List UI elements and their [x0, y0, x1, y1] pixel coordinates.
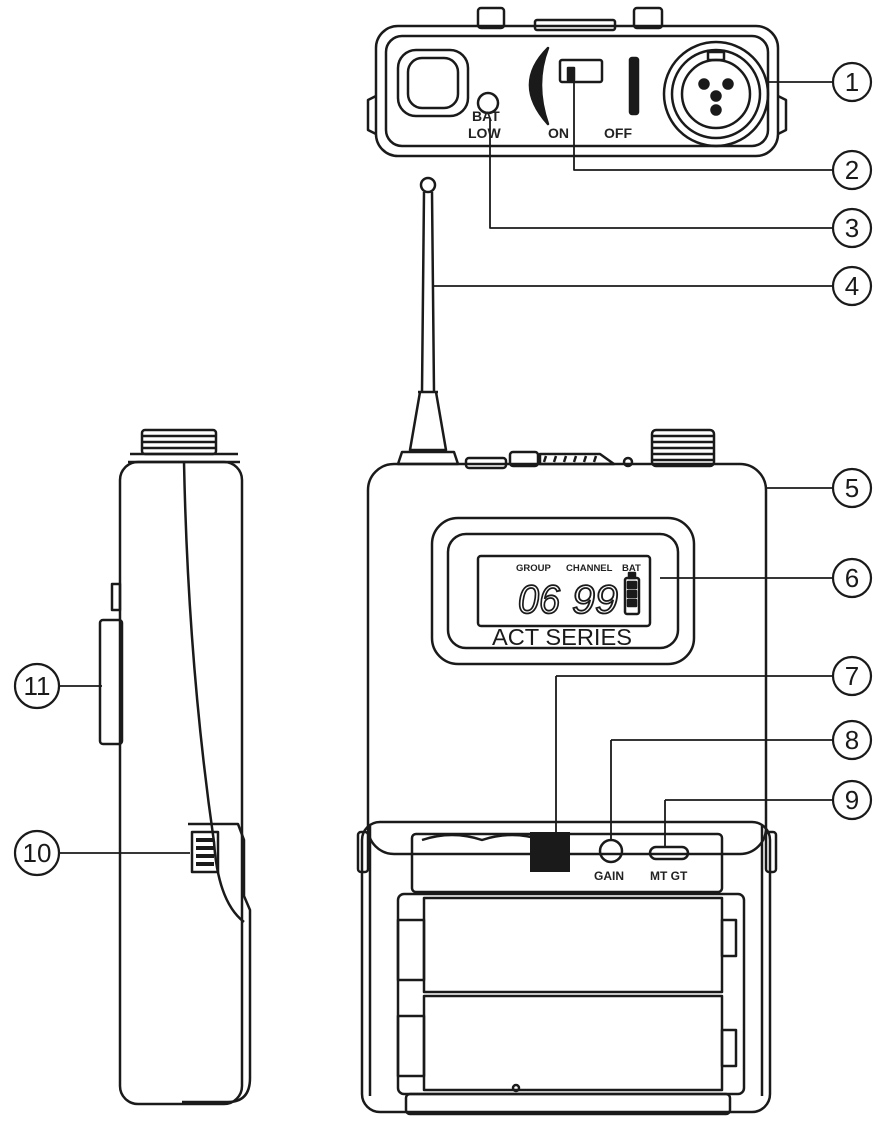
bat-label: BAT [472, 108, 500, 124]
ir-sync-window [530, 832, 570, 872]
lcd-channel-label: CHANNEL [566, 563, 613, 574]
callout-5: 5 [845, 473, 859, 503]
callout-5-circle [831, 467, 873, 509]
lcd-channel-value: 99 [572, 578, 618, 622]
callout-3-circle [831, 207, 873, 249]
mute-gate-switch [648, 845, 690, 861]
model-label: ACT SERIES [492, 624, 632, 650]
callout-3: 3 [845, 213, 859, 243]
callout-2: 2 [845, 155, 859, 185]
side-view [98, 428, 252, 1106]
antenna [396, 176, 460, 466]
lcd-bezel [430, 516, 696, 666]
lcd-group-label: GROUP [516, 563, 552, 574]
callout-1: 1 [845, 67, 859, 97]
callout-8: 8 [845, 725, 859, 755]
mini-xlr-connector [662, 40, 770, 148]
callout-10-circle [13, 829, 61, 877]
callout-7: 7 [845, 661, 859, 691]
switch-stop [628, 56, 640, 116]
battery-door [360, 820, 772, 1114]
lcd-group-value: 06 [518, 578, 561, 622]
battery-compartment [396, 892, 746, 1096]
callout-1-circle [831, 61, 873, 103]
callout-4: 4 [845, 271, 859, 301]
callout-6-circle [831, 557, 873, 599]
side-grip [190, 830, 220, 874]
side-body [118, 460, 244, 1106]
belt-clip [98, 618, 124, 746]
callout-8-circle [831, 719, 873, 761]
switch-guard [528, 46, 550, 126]
lcd-screen [476, 554, 652, 628]
top-view-body [374, 24, 780, 158]
on-label: ON [548, 125, 569, 141]
callout-11: 11 [24, 671, 51, 701]
battery-slot-1 [422, 896, 724, 994]
off-label: OFF [604, 125, 632, 141]
bat-low-led [476, 91, 500, 115]
callout-6: 6 [845, 563, 859, 593]
front-shell [366, 462, 768, 856]
power-switch [558, 58, 604, 84]
mtgt-label: MT GT [650, 869, 688, 883]
low-label: LOW [468, 125, 501, 141]
callout-4-circle [831, 265, 873, 307]
front-body [356, 428, 778, 1116]
lcd-bat-label: BAT [622, 563, 641, 574]
battery-slot-2 [422, 994, 724, 1092]
gain-control [598, 838, 624, 864]
callout-circles [13, 61, 873, 877]
callout-2-circle [831, 149, 873, 191]
callout-9-circle [831, 779, 873, 821]
callout-lines [60, 80, 834, 854]
gain-label: GAIN [594, 869, 624, 883]
callout-7-circle [831, 655, 873, 697]
top-view [366, 6, 788, 158]
power-button-housing [396, 48, 470, 118]
callout-10: 10 [23, 838, 52, 868]
callout-9: 9 [845, 785, 859, 815]
callout-11-circle [13, 662, 61, 710]
